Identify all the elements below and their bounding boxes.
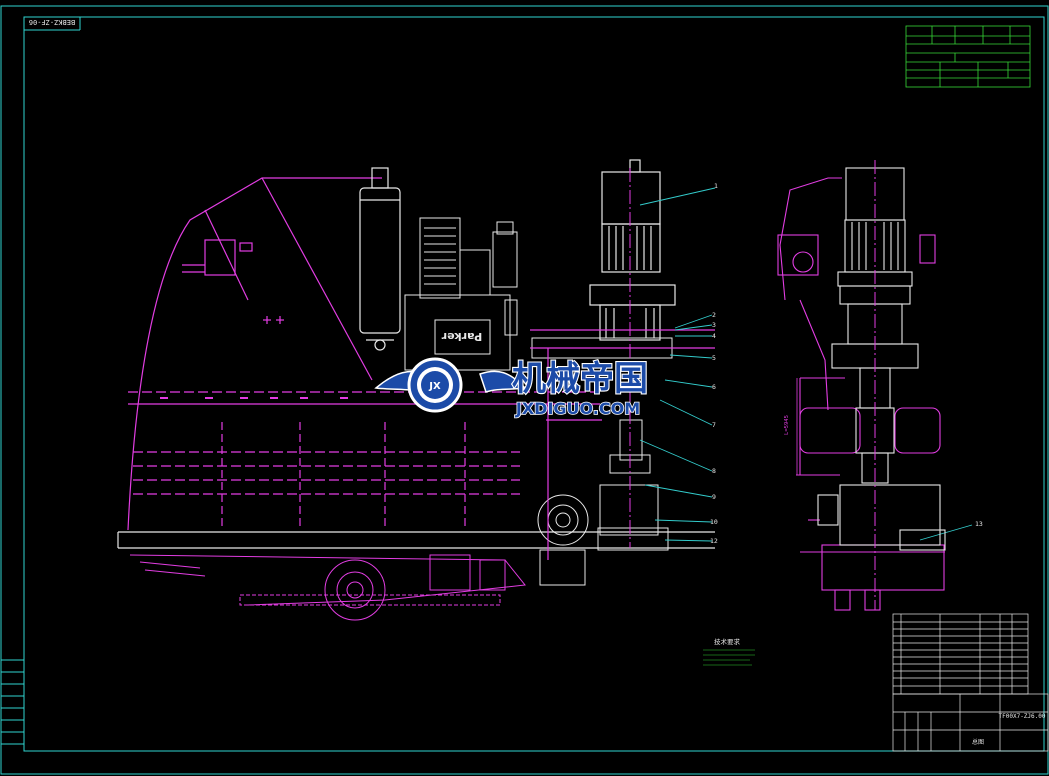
- watermark-brand-en: JXDIGUO.COM: [515, 399, 640, 418]
- drawing-frame: [0, 5, 1049, 775]
- base-rail: [117, 531, 715, 549]
- watermark-right-wing: [479, 370, 527, 393]
- callout-9: 9: [712, 493, 716, 501]
- callout-12: 12: [710, 537, 718, 545]
- callout-3: 3: [712, 321, 716, 329]
- callout-leaders: [639, 187, 973, 542]
- parts-list-table: [892, 613, 1029, 695]
- drive-motor: [589, 159, 676, 341]
- main-body-outline: [127, 177, 600, 531]
- corner-drawing-code: BEBKZ-ZF-06: [29, 18, 75, 26]
- running-gear: [129, 554, 526, 621]
- watermark: JX 机械帝国 JXDIGUO.COM: [374, 357, 649, 419]
- callout-6: 6: [712, 383, 716, 391]
- drive-shaft-highlight: [530, 329, 715, 560]
- callout-2: 2: [712, 311, 716, 319]
- title-block: [892, 693, 1049, 752]
- technical-notes: [703, 649, 755, 666]
- callout-10: 10: [710, 518, 718, 526]
- hydraulic-accumulator: [359, 167, 401, 351]
- side-view-frame: [777, 177, 945, 611]
- callout-5: 5: [712, 354, 716, 362]
- drawing-number: TF00X7-ZJ6.00: [999, 713, 1046, 720]
- callout-1: 1: [714, 182, 718, 190]
- hydraulic-pump-motor: [404, 217, 518, 371]
- watermark-logo-letters: JX: [428, 381, 441, 392]
- callout-8: 8: [712, 467, 716, 475]
- revision-table: [905, 25, 1031, 88]
- bottom-title: 总图: [972, 738, 984, 746]
- side-dimension-label: L=5945: [784, 415, 790, 435]
- callout-numbers: 1 2 3 4 5 6 7 8 9 10 12 13: [710, 182, 983, 545]
- watermark-brand-cn: 机械帝国: [512, 359, 648, 399]
- notes-title: 技术要求: [714, 637, 741, 646]
- side-view-motor-stack: [817, 167, 946, 551]
- callout-13: 13: [975, 520, 983, 528]
- parker-reservoir: Parker: [434, 319, 491, 355]
- callout-4: 4: [712, 332, 716, 340]
- parker-label: Parker: [441, 330, 482, 343]
- callout-7: 7: [712, 421, 716, 429]
